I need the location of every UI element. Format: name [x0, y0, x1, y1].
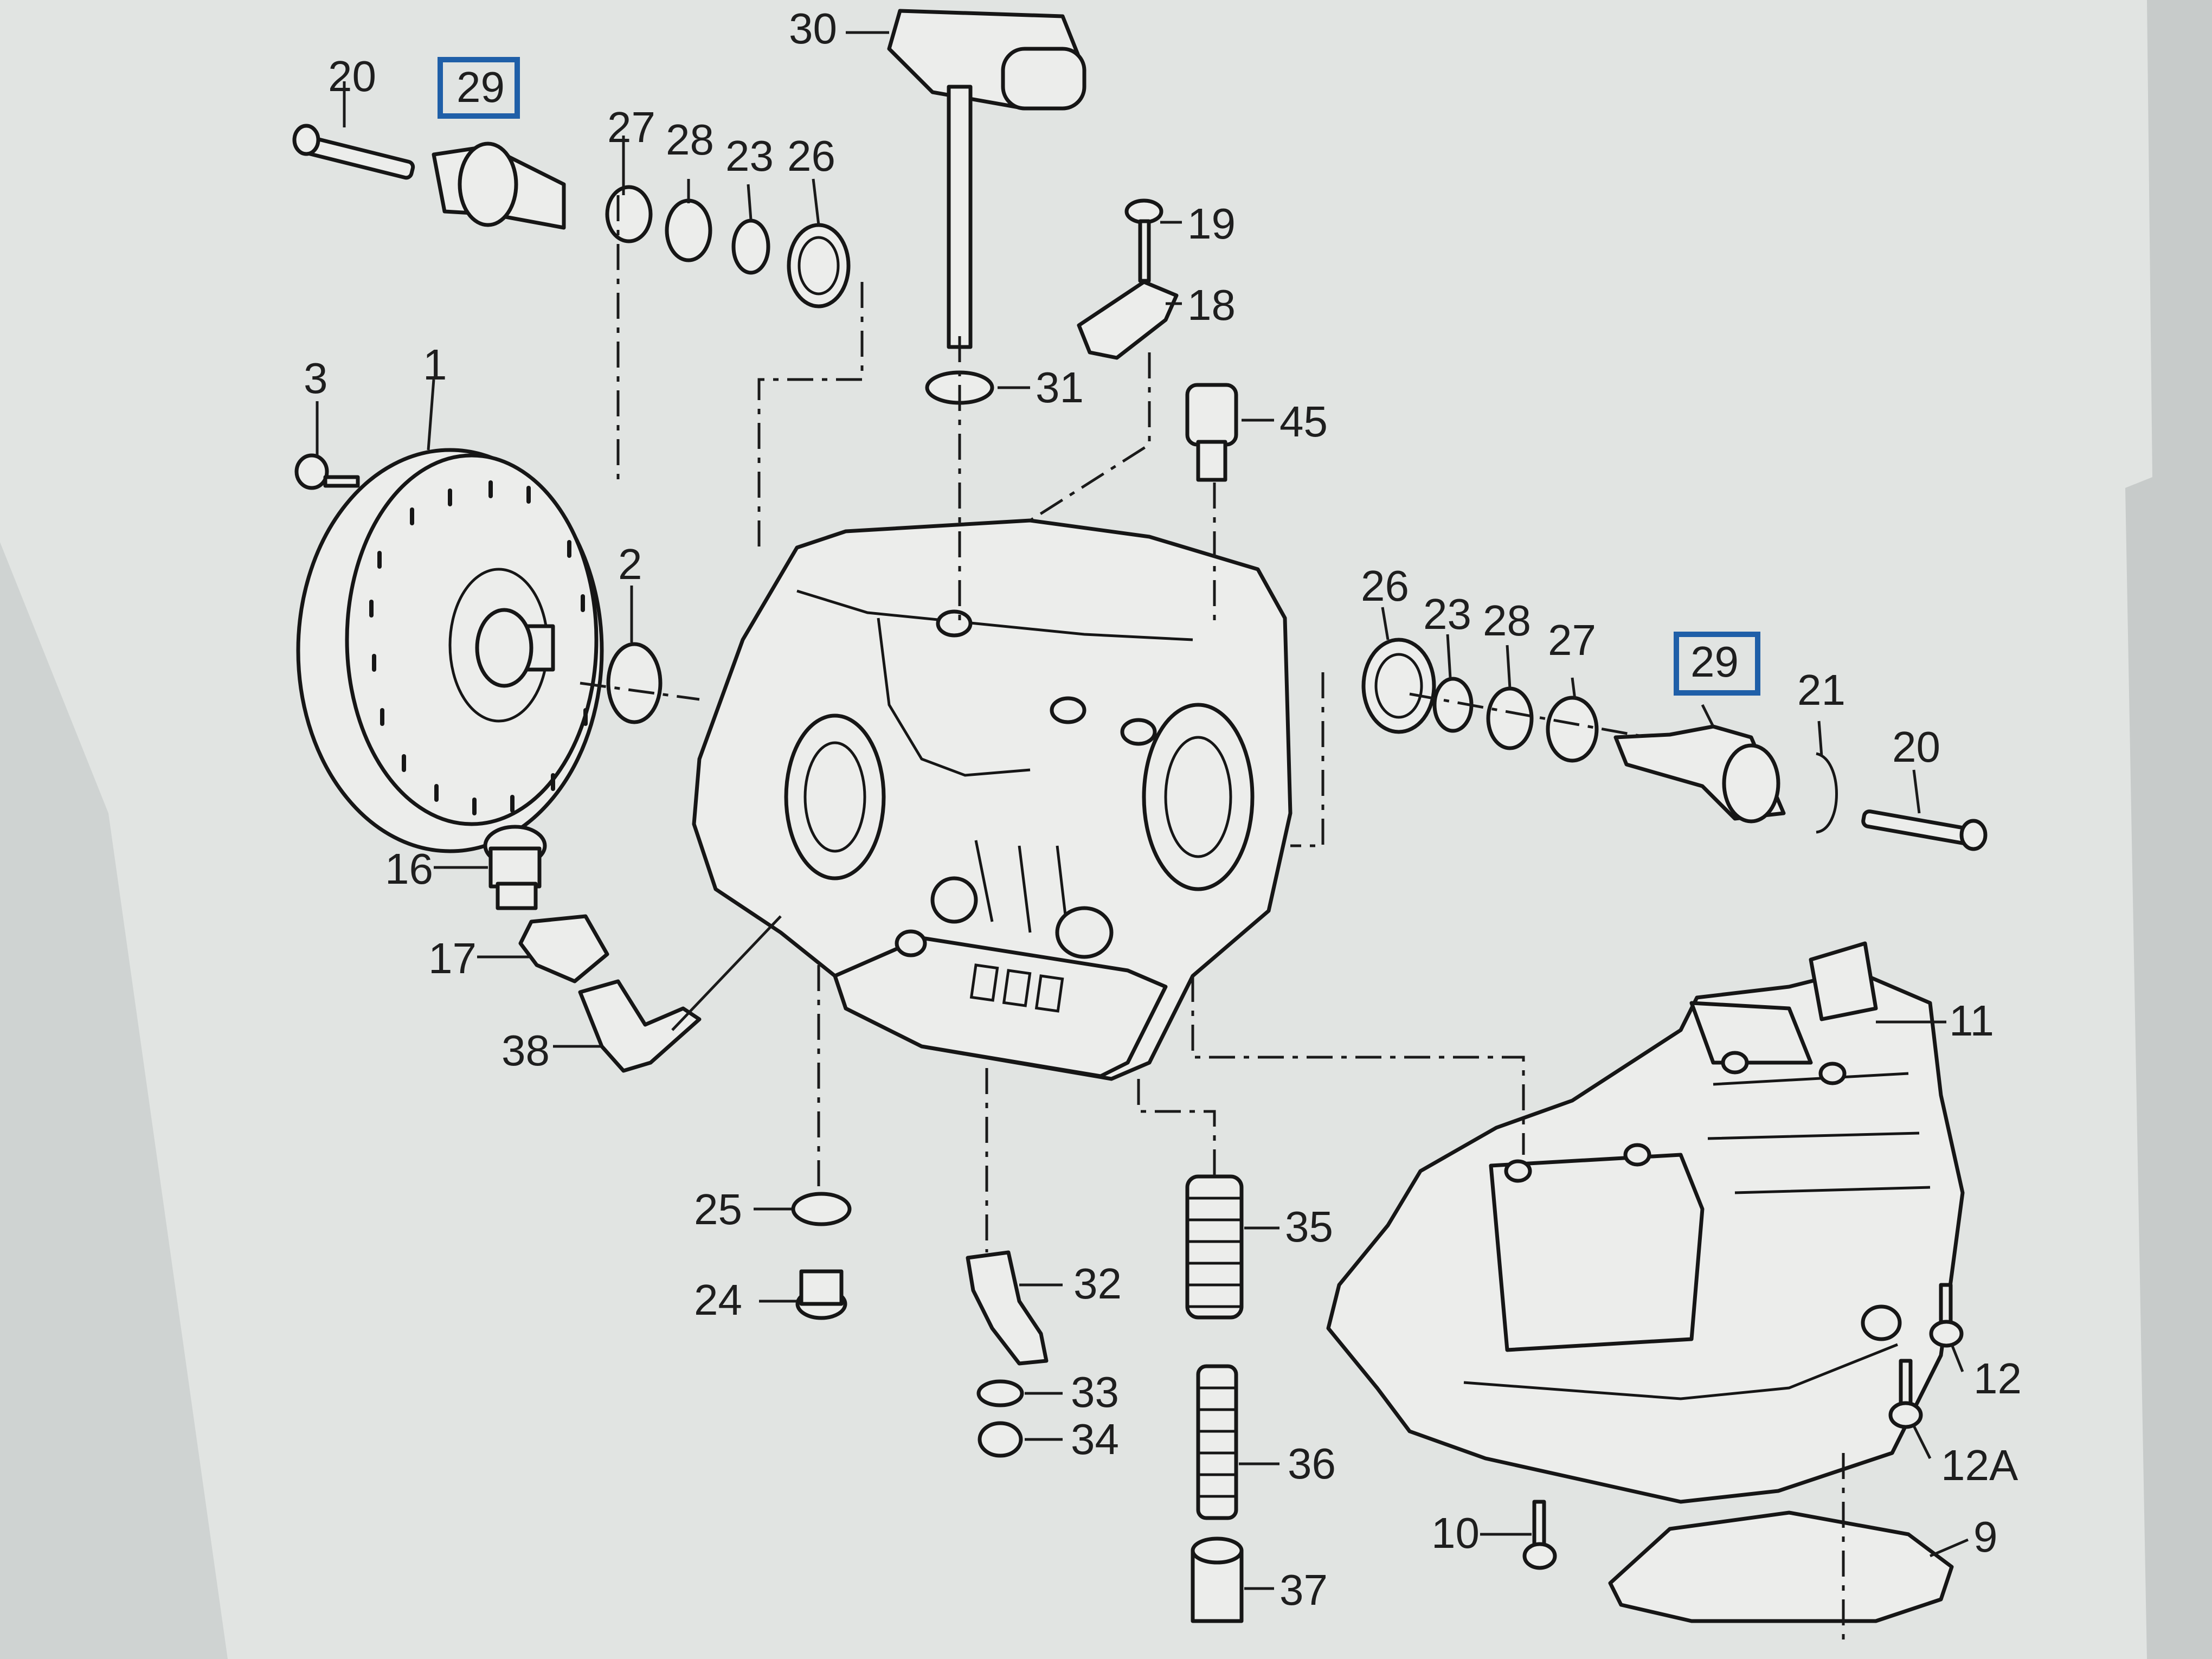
label-12: 12: [1973, 1354, 2022, 1403]
label-45: 45: [1279, 397, 1328, 446]
seal-2: [606, 642, 663, 724]
label-24: 24: [694, 1276, 742, 1324]
highlight-box-29-right: [1674, 632, 1760, 696]
label-28-right: 28: [1483, 596, 1531, 645]
label-21: 21: [1797, 666, 1846, 714]
washer-33: [976, 1379, 1024, 1407]
label-33: 33: [1071, 1368, 1119, 1416]
label-23-left: 23: [725, 132, 774, 180]
label-34: 34: [1071, 1415, 1119, 1463]
label-26-left: 26: [787, 132, 835, 180]
sensor-45: [1185, 383, 1238, 482]
label-26-right: 26: [1361, 562, 1409, 610]
bolt-12: [1929, 1283, 1964, 1348]
part-labels: 20 29 27 28 23 26 30 19 18 31 45 3 1 2 1…: [304, 4, 2022, 1614]
bolt-12a: [1888, 1359, 1923, 1429]
transmission-housing: [692, 518, 1293, 1081]
label-23-right: 23: [1423, 590, 1471, 638]
label-20-left: 20: [328, 52, 376, 100]
label-20-right: 20: [1892, 723, 1940, 771]
filter-9: [1608, 1510, 1954, 1623]
label-30: 30: [789, 4, 837, 53]
bolt-3: [294, 453, 360, 490]
spring-35: [1185, 1174, 1244, 1320]
nut-34: [978, 1421, 1023, 1458]
screw-19: [1124, 198, 1163, 283]
label-10: 10: [1431, 1509, 1480, 1557]
bracket-32: [966, 1250, 1049, 1366]
o-ring-25: [791, 1192, 852, 1226]
label-16: 16: [385, 845, 433, 893]
highlight-box-29-left: [438, 57, 520, 119]
label-1: 1: [423, 340, 447, 389]
torque-converter-1: [296, 448, 604, 853]
clip-17: [518, 914, 609, 983]
label-11: 11: [1949, 996, 1994, 1045]
monitor-bezel-shadow: [2104, 0, 2212, 1659]
label-25: 25: [694, 1185, 742, 1233]
label-9: 9: [1973, 1513, 1998, 1561]
lower-left-shadow: [0, 542, 228, 1659]
spring-36: [1196, 1364, 1238, 1520]
label-38: 38: [501, 1026, 550, 1075]
label-29-right: 29: [1690, 638, 1739, 686]
leader-lines: [316, 31, 1969, 1648]
left-shaft-assembly: [292, 124, 851, 308]
label-31: 31: [1036, 363, 1084, 411]
label-19: 19: [1187, 200, 1236, 248]
label-17: 17: [428, 934, 477, 982]
label-3: 3: [304, 354, 328, 402]
elbow-fitting-38: [578, 979, 702, 1073]
label-36: 36: [1288, 1439, 1336, 1488]
label-35: 35: [1285, 1203, 1333, 1251]
valve-body-11: [1326, 941, 1965, 1504]
plug-16: [483, 825, 547, 910]
piston-37: [1191, 1536, 1244, 1623]
label-18: 18: [1187, 281, 1236, 329]
selector-shaft-30: [887, 9, 1086, 349]
label-29-left: 29: [456, 63, 505, 111]
label-12a: 12A: [1941, 1441, 2018, 1489]
label-27-right: 27: [1548, 616, 1596, 664]
drain-plug-24: [795, 1269, 847, 1320]
bolt-10: [1522, 1500, 1557, 1570]
label-32: 32: [1073, 1259, 1122, 1308]
label-28-left: 28: [666, 115, 714, 164]
label-37: 37: [1279, 1566, 1328, 1614]
label-27-left: 27: [607, 103, 655, 151]
label-2: 2: [618, 540, 642, 588]
